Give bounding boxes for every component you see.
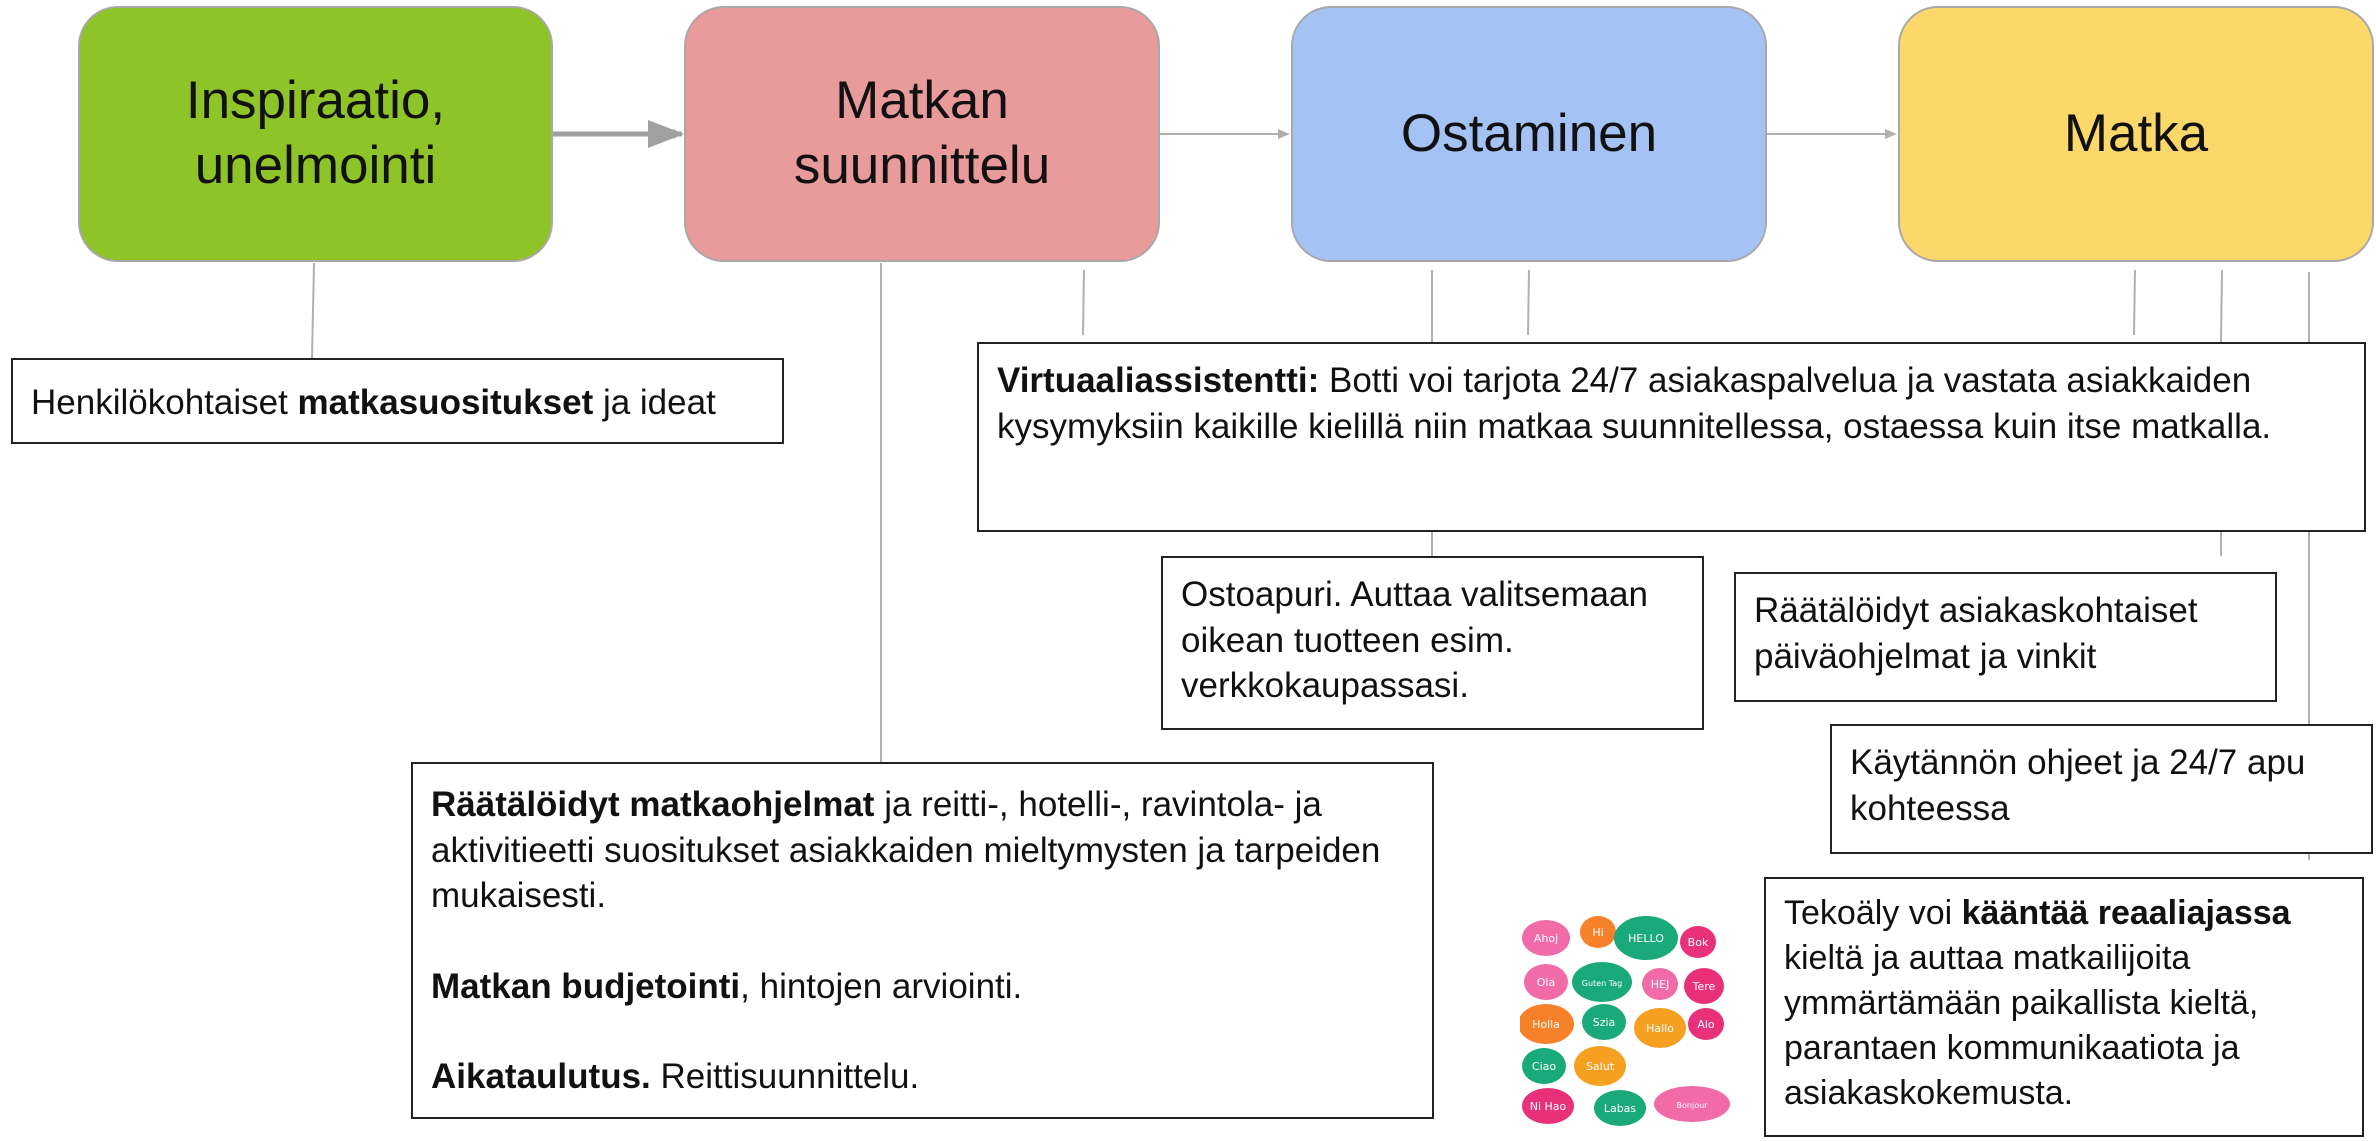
greeting-bubble: Hallo — [1634, 1008, 1686, 1048]
box-ostoapuri: Ostoapuri. Auttaa valitsemaan oikean tuo… — [1161, 556, 1704, 730]
budjetointi-text: , hintojen arviointi. — [740, 966, 1023, 1006]
connector-inspiraatio-suositukset — [311, 262, 315, 359]
budjetointi-bold: Matkan budjetointi — [431, 966, 741, 1006]
arrowhead-ostaminen-to-matka — [1885, 129, 1897, 139]
greeting-bubble: Hi — [1580, 916, 1616, 948]
svg-text:Ni Hao: Ni Hao — [1530, 1100, 1567, 1113]
svg-text:Ciao: Ciao — [1532, 1060, 1556, 1073]
svg-text:Guten Tag: Guten Tag — [1582, 979, 1622, 988]
greeting-bubble: Szia — [1582, 1004, 1626, 1040]
greeting-bubble: Bok — [1680, 926, 1716, 958]
stage-matka: Matka — [1898, 6, 2374, 262]
budjetointi-paragraph: Matkan budjetointi, hintojen arviointi. — [431, 964, 1414, 1010]
connector-matka-b — [2220, 269, 2223, 343]
box-matkaohjelmat: Räätälöidyt matkaohjelmat ja reitti-, ho… — [411, 762, 1434, 1119]
stage-suunnittelu-label: Matkan suunnittelu — [793, 71, 1051, 195]
box-paivaohjelmat: Räätälöidyt asiakaskohtaiset päiväohjelm… — [1734, 572, 2277, 702]
greeting-bubble: Ola — [1524, 964, 1568, 1000]
svg-text:Hallo: Hallo — [1646, 1022, 1674, 1035]
greeting-bubble: HEJ — [1642, 968, 1678, 1000]
arrowhead-inspiraatio-to-suunnittelu — [648, 120, 684, 148]
stage-inspiraatio: Inspiraatio, unelmointi — [78, 6, 553, 262]
svg-text:Hi: Hi — [1592, 926, 1603, 939]
stage-matkan-suunnittelu: Matkan suunnittelu — [684, 6, 1160, 262]
matkasuositukset-bold: matkasuositukset — [297, 383, 594, 422]
svg-text:Holla: Holla — [1532, 1018, 1560, 1031]
stage-inspiraatio-label: Inspiraatio, unelmointi — [185, 71, 446, 195]
greeting-bubble: Alo — [1688, 1008, 1724, 1040]
box-kaantaa-reaaliajassa: Tekoäly voi kääntää reaaliajassa kieltä … — [1764, 877, 2364, 1137]
matkaohjelmat-paragraph: Räätälöidyt matkaohjelmat ja reitti-, ho… — [431, 782, 1414, 919]
svg-text:Tere: Tere — [1692, 980, 1716, 993]
aikataulutus-text: Reittisuunnittelu. — [650, 1057, 920, 1096]
svg-text:Salut: Salut — [1586, 1060, 1615, 1073]
greeting-bubble: HELLO — [1614, 916, 1678, 960]
svg-text:Alo: Alo — [1697, 1018, 1715, 1031]
svg-text:Ahoj: Ahoj — [1534, 932, 1558, 945]
svg-text:Bonjour: Bonjour — [1677, 1101, 1709, 1110]
matkasuositukset-pre: Henkilökohtaiset — [31, 383, 298, 422]
greeting-bubble: Ahoj — [1522, 920, 1570, 956]
stage-ostaminen-label: Ostaminen — [1400, 103, 1658, 163]
kaantaa-bold: kääntää reaaliajassa — [1961, 894, 2291, 932]
greeting-bubble: Tere — [1684, 968, 1724, 1004]
kaantaa-post: kieltä ja auttaa matkailijoita ymmärtämä… — [1784, 938, 2259, 1112]
aikataulutus-bold: Aikataulutus. — [431, 1057, 651, 1096]
matkaohjelmat-text: ja reitti-, hotelli-, ravintola- ja akti… — [431, 785, 1381, 915]
box-matkasuositukset: Henkilökohtaiset matkasuositukset ja ide… — [11, 358, 784, 444]
paivaohjelmat-text: Räätälöidyt asiakaskohtaiset päiväohjelm… — [1754, 591, 2198, 676]
svg-text:Szia: Szia — [1593, 1016, 1616, 1029]
virtuaaliassistentti-bold: Virtuaaliassistentti: — [997, 361, 1320, 400]
svg-text:HEJ: HEJ — [1651, 978, 1669, 991]
arrowhead-suunnittelu-to-ostaminen — [1278, 129, 1290, 139]
matkaohjelmat-bold: Räätälöidyt matkaohjelmat — [431, 785, 875, 824]
stage-ostaminen: Ostaminen — [1291, 6, 1767, 262]
greeting-bubble: Bonjour — [1654, 1086, 1730, 1122]
aikataulutus-paragraph: Aikataulutus. Reittisuunnittelu. — [431, 1054, 1414, 1100]
greeting-bubble: Ni Hao — [1522, 1088, 1574, 1124]
greeting-bubble: Ciao — [1522, 1048, 1566, 1084]
stage-matka-label: Matka — [2063, 103, 2209, 163]
ohjeet-text: Käytännön ohjeet ja 24/7 apu kohteessa — [1850, 743, 2306, 828]
matkasuositukset-post: ja ideat — [593, 383, 716, 422]
greeting-bubble: Salut — [1574, 1046, 1626, 1086]
box-virtuaaliassistentti: Virtuaaliassistentti: Botti voi tarjota … — [977, 342, 2366, 532]
greeting-bubble: Guten Tag — [1572, 962, 1632, 1002]
svg-text:Bok: Bok — [1688, 936, 1709, 949]
connector-suunnittelu-assistentti — [1082, 269, 1085, 336]
svg-text:HELLO: HELLO — [1628, 932, 1664, 945]
ostoapuri-text: Ostoapuri. Auttaa valitsemaan oikean tuo… — [1181, 575, 1648, 705]
kaantaa-pre: Tekoäly voi — [1784, 894, 1962, 932]
connector-matka-a — [2133, 269, 2136, 336]
svg-text:Labas: Labas — [1604, 1102, 1637, 1115]
virtuaaliassistentti-text: Botti voi tarjota 24/7 asiakaspalvelua j… — [997, 361, 2272, 447]
greeting-bubble: Holla — [1520, 1004, 1574, 1044]
greeting-bubble: Labas — [1594, 1090, 1646, 1126]
box-kaytannon-ohjeet: Käytännön ohjeet ja 24/7 apu kohteessa — [1830, 724, 2373, 854]
svg-text:Ola: Ola — [1537, 976, 1555, 989]
connector-ostaminen-b — [1527, 269, 1530, 336]
